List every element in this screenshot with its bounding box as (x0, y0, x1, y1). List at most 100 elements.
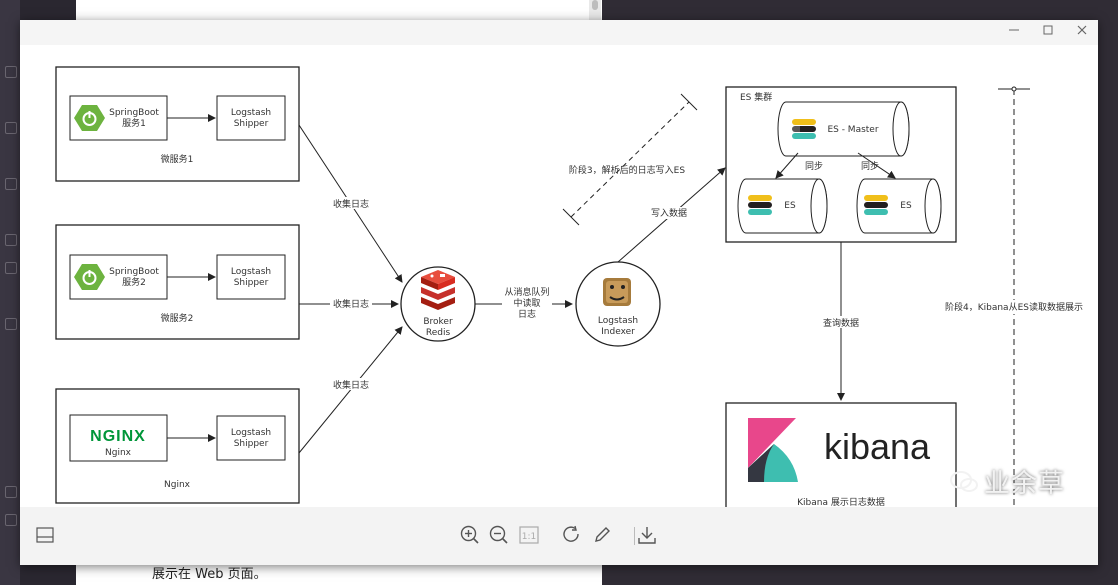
collect-log-label: 收集日志 (333, 198, 369, 210)
write-data-label: 写入数据 (651, 207, 687, 219)
stage4-label-bg (946, 300, 1082, 314)
rotate-icon (563, 525, 579, 542)
outline-marker (5, 262, 17, 274)
stage4-marker (998, 86, 1030, 507)
shipper-label: Shipper (234, 119, 269, 129)
zoom-in-icon (460, 525, 479, 544)
outline-marker (5, 66, 17, 78)
logstash-label: Logstash (231, 428, 271, 438)
read-queue-label: 中读取 (513, 297, 540, 309)
sync-label: 同步 (861, 161, 879, 172)
toolbar-divider (634, 527, 635, 545)
spring-icon (74, 264, 105, 290)
download-button[interactable] (635, 523, 659, 547)
close-button[interactable] (1073, 24, 1091, 40)
springboot-label: SpringBoot (109, 108, 159, 118)
minimize-button[interactable] (1005, 24, 1023, 40)
viewer-titlebar (20, 20, 1098, 45)
outline-marker (5, 318, 17, 330)
service-label: 服务2 (122, 276, 146, 288)
kibana-caption: Kibana 展示日志数据 (797, 496, 885, 507)
outline-marker (5, 234, 17, 246)
es-master-node (777, 101, 910, 157)
kibana-icon (748, 418, 798, 482)
edge-label-bg (330, 197, 372, 209)
read-queue-label: 从消息队列 (504, 286, 549, 298)
edge-label-bg (502, 285, 552, 321)
es-node-label: ES (784, 201, 796, 211)
background-left-strip (0, 0, 20, 585)
logstash-shipper-1 (216, 95, 286, 141)
svg-text:1:1: 1:1 (522, 532, 536, 542)
close-icon (1077, 25, 1087, 35)
sync-edge-2 (857, 152, 896, 179)
download-icon (638, 527, 656, 544)
zoom-in-button[interactable] (458, 523, 482, 547)
stage3-label: 阶段3，解析后的日志写入ES (569, 164, 685, 176)
sync-label: 同步 (805, 161, 823, 172)
sync-edge-1 (775, 152, 799, 179)
actual-size-icon: 1:1 (519, 526, 539, 544)
collect-log-label: 收集日志 (333, 379, 369, 391)
elasticsearch-icon (864, 195, 888, 215)
microservice1-label: 微服务1 (161, 153, 194, 165)
outline-marker (5, 178, 17, 190)
zoom-out-icon (489, 525, 508, 544)
outline-marker (5, 514, 17, 526)
wechat-icon (950, 470, 978, 492)
pencil-icon (595, 527, 610, 542)
shipper-label: Shipper (234, 439, 269, 449)
watermark-text: 业余草 (984, 469, 1066, 499)
edge-label-bg (648, 207, 690, 219)
logstash-icon (603, 278, 631, 306)
edge-label-bg (330, 298, 372, 310)
edit-button[interactable] (590, 523, 614, 547)
microservice2-label: 微服务2 (161, 312, 194, 324)
logstash-label: Logstash (231, 108, 271, 118)
read-queue-label: 日志 (518, 308, 536, 320)
springboot-label: SpringBoot (109, 267, 159, 277)
minimize-icon (1009, 29, 1019, 31)
diagram-canvas: SpringBoot 服务1 Logstash Shipper 微服务1 Spr… (20, 45, 1098, 507)
edge-label-bg (330, 378, 372, 390)
zoom-out-button[interactable] (487, 523, 511, 547)
es-node-2 (856, 178, 942, 234)
spring-icon (74, 105, 105, 131)
nginx-logo: NGINX (90, 428, 146, 445)
elasticsearch-icon (748, 195, 772, 215)
outline-marker (5, 122, 17, 134)
nginx-group-label: Nginx (164, 480, 191, 490)
logstash-label: Logstash (231, 267, 271, 277)
kibana-logo-text: kibana (824, 426, 931, 467)
indexer-label: Indexer (601, 327, 635, 337)
rotate-button[interactable] (560, 523, 584, 547)
logstash-label: Logstash (598, 316, 638, 326)
maximize-button[interactable] (1039, 24, 1057, 40)
es-node-label: ES (900, 201, 912, 211)
wechat-watermark: 业余草 (950, 463, 1065, 500)
background-document-text: 展示在 Web 页面。 (152, 567, 267, 582)
actual-size-button[interactable]: 1:1 (517, 523, 541, 547)
nginx-label: Nginx (105, 448, 132, 458)
logstash-shipper-3 (216, 415, 286, 461)
stage3-marker (562, 93, 698, 226)
image-viewer-window: SpringBoot 服务1 Logstash Shipper 微服务1 Spr… (20, 20, 1098, 565)
collect-log-label: 收集日志 (333, 298, 369, 310)
logstash-shipper-2 (216, 254, 286, 300)
viewer-toolbar: 1:1 (20, 507, 1098, 565)
elasticsearch-icon (792, 119, 816, 139)
redis-label: Redis (426, 328, 451, 338)
edge-label-bg (820, 316, 862, 328)
shipper-label: Shipper (234, 278, 269, 288)
maximize-icon (1043, 25, 1053, 35)
stage4-label: 阶段4，Kibana从ES读取数据展示 (945, 301, 1083, 313)
service-label: 服务1 (122, 117, 146, 129)
background-scrollbar-thumb[interactable] (592, 0, 598, 10)
redis-icon (421, 270, 455, 310)
layout-icon (36, 527, 54, 543)
layout-toggle-button[interactable] (33, 523, 57, 547)
es-node-1 (737, 178, 828, 234)
es-cluster-title: ES 集群 (740, 91, 772, 103)
es-master-label: ES - Master (827, 125, 878, 135)
broker-label: Broker (423, 317, 453, 327)
